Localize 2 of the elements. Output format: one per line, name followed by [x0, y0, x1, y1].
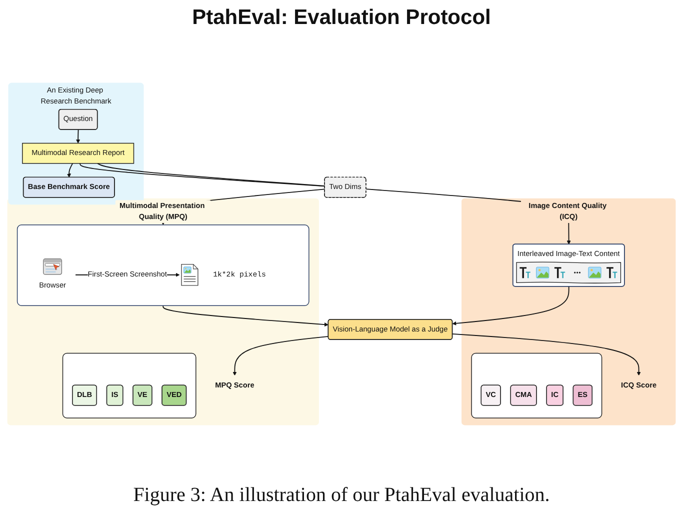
diagram-title: PtahEval: Evaluation Protocol [191, 6, 492, 30]
figure-caption: Figure 3: An illustration of our PtahEval evaluation. [132, 484, 551, 507]
